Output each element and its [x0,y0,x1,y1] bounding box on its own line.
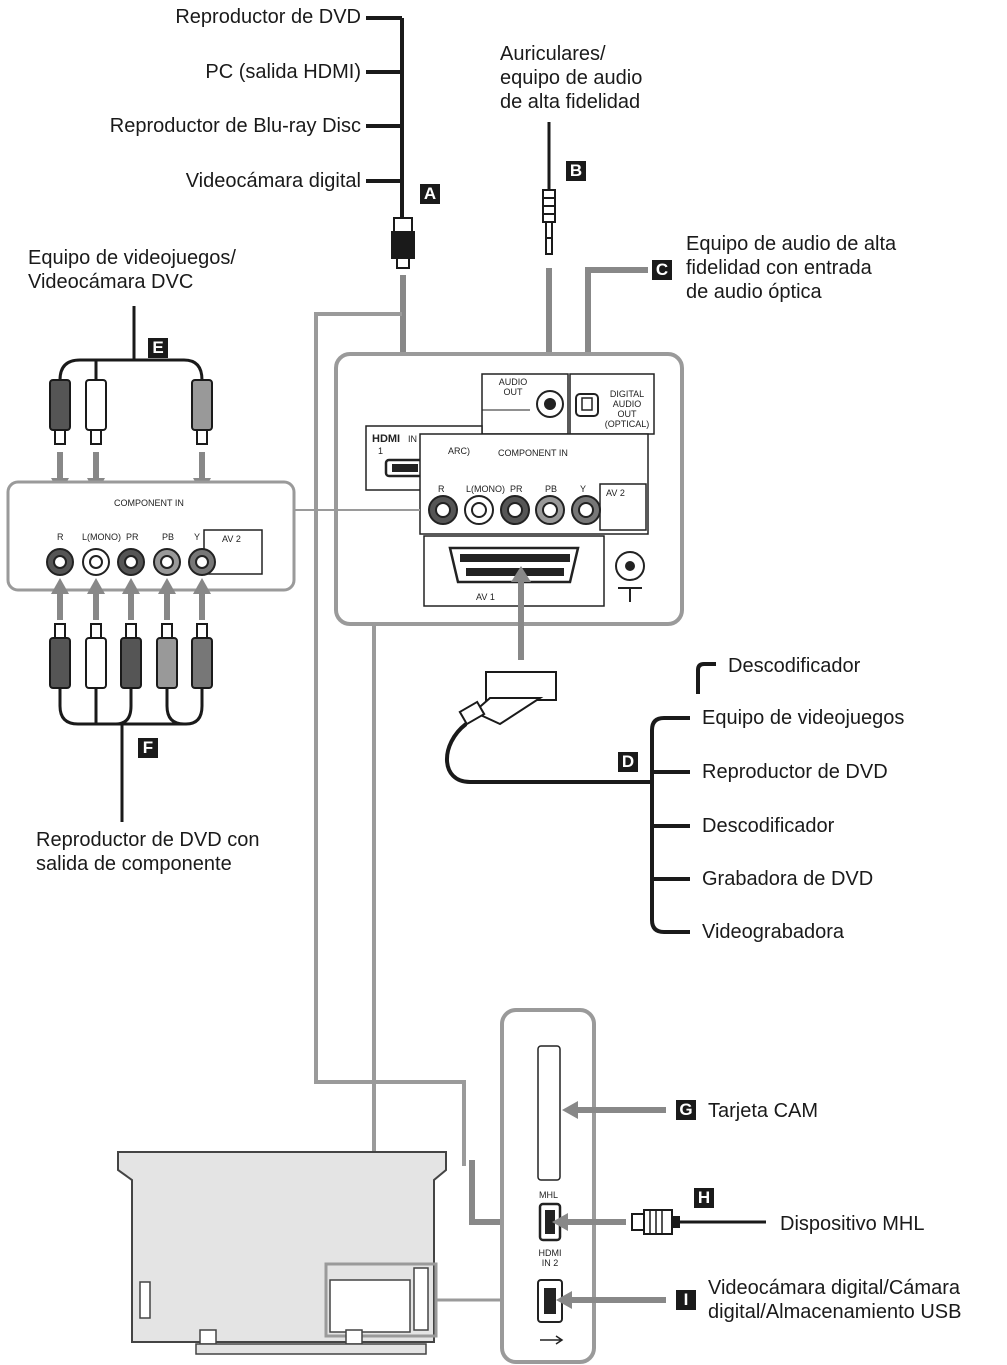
av2-label: AV 2 [606,488,625,498]
badge-c: C [652,260,672,280]
sources-bracket [366,16,404,222]
optical-audio-label: Equipo de audio de alta fidelidad con en… [686,233,897,303]
scart-item-vcr: Videograbadora [702,921,844,943]
mhl-plug-icon [631,1209,680,1235]
jack-y-label: Y [580,484,587,494]
component-in-zoom-label: COMPONENT IN [114,498,184,508]
av1-label: AV 1 [476,592,495,602]
scart-item-dvd: Reproductor de DVD [702,761,888,783]
cam-slot [537,1045,561,1181]
jack-l-label: L(MONO) [466,484,505,494]
hdmi-logo: HDMI [372,433,401,445]
scart-cable [445,722,652,784]
cam-card-label: Tarjeta CAM [708,1100,819,1122]
zoom-jack-l-label: L(MONO) [82,532,121,542]
hdmi-plug-icon [391,217,415,269]
scart-item-game: Equipo de videojuegos [702,707,905,729]
rca-plugs-top [49,379,213,445]
rca-arrows-bottom [57,592,205,620]
arc-label: ARC) [448,446,470,456]
scart-item-dvd-recorder: Grabadora de DVD [702,868,874,890]
zoom-jack-pb-label: PB [162,532,175,542]
scart-port [448,546,580,584]
badge-e: E [148,338,168,358]
scart-top-decoder-label: Descodificador [728,655,861,677]
badge-i: I [676,1290,696,1310]
zoom-jack-pr-label: PR [126,532,139,542]
component-dvd-label: Reproductor de DVD con salida de compone… [36,829,260,875]
jack-pb-label: PB [545,484,558,494]
jack-r-label: R [438,484,445,494]
side-panel-outline [500,1008,596,1364]
scart-bracket [650,662,716,934]
badge-h: H [694,1188,714,1208]
antenna-icon [618,587,642,602]
usb-icon [540,1335,564,1345]
component-bracket-f [58,688,204,822]
hdmi-in-1-number: 1 [378,446,384,456]
usb-devices-label: Videocámara digital/Cámara digital/Almac… [708,1277,962,1323]
jack-pr-label: PR [510,484,523,494]
scart-plug-icon [458,671,557,726]
component-bracket-e [58,306,204,381]
zoom-av2-label: AV 2 [222,534,241,544]
scart-item-decoder: Descodificador [702,815,835,837]
badge-d: D [618,752,638,772]
source-label-camcorder: Videocámara digital [185,170,361,192]
hdmi-in-1-label: IN [408,434,417,444]
source-label-bluray: Reproductor de Blu-ray Disc [109,115,361,137]
rca-arrows-top [57,452,205,480]
badge-g: G [676,1100,696,1120]
optical-cable [585,267,648,380]
tv-rear [117,1151,502,1355]
badge-b: B [566,161,586,181]
source-label-dvd: Reproductor de DVD [175,6,361,28]
component-jacks [428,495,601,525]
component-jacks-zoom [46,548,216,576]
badge-a: A [420,184,440,204]
headphone-plug-icon [542,122,556,255]
component-in-label: COMPONENT IN [498,448,568,458]
mhl-label: MHL [539,1190,559,1200]
zoom-jack-y-label: Y [194,532,201,542]
zoom-jack-r-label: R [57,532,64,542]
headphones-label: Auriculares/ equipo de audio de alta fid… [500,43,643,113]
badge-f: F [138,738,158,758]
game-dvc-label: Equipo de videojuegos/ Videocámara DVC [28,247,236,293]
mhl-device-label: Dispositivo MHL [780,1213,925,1235]
source-label-pc: PC (salida HDMI) [205,61,361,83]
rca-plugs-bottom [49,623,213,689]
scart-arrow-head [511,566,531,582]
